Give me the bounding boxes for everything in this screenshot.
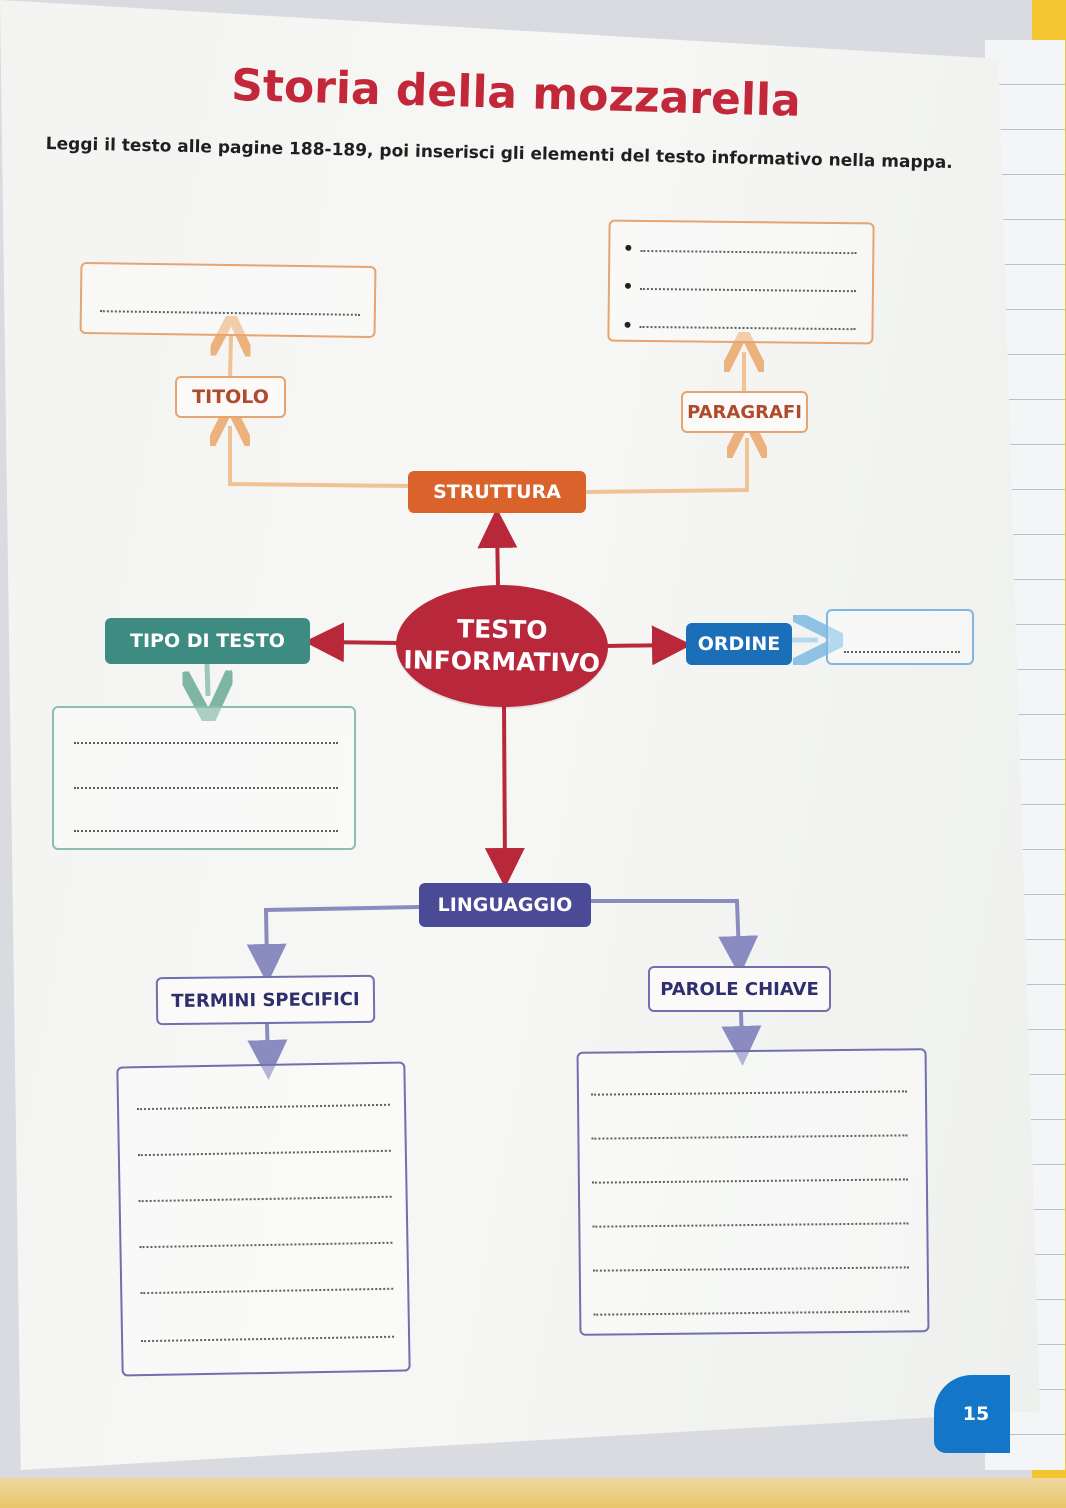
answer-line[interactable] [593,1310,910,1316]
center-line-2: INFORMATIVO [403,645,601,678]
desk-surface [0,1478,1066,1508]
answer-line[interactable] [99,310,360,316]
parole-chiave-label: PAROLE CHIAVE [648,966,831,1012]
answer-line[interactable] [140,1287,394,1295]
paragrafi-label: PARAGRAFI [681,391,808,433]
answer-line[interactable] [639,325,856,331]
answer-line[interactable] [592,1266,909,1272]
paragrafi-answer-box[interactable] [607,219,875,345]
answer-line[interactable] [137,1149,391,1157]
page-number: 15 [962,1403,990,1425]
answer-line[interactable] [137,1103,391,1111]
parole-chiave-answer-box[interactable] [576,1048,930,1336]
answer-line[interactable] [141,1335,395,1343]
ordine-label: ORDINE [686,623,792,665]
answer-line[interactable] [640,249,857,255]
answer-line[interactable] [139,1241,393,1249]
bullet-1 [625,244,632,251]
linguaggio-label: LINGUAGGIO [419,883,591,927]
titolo-answer-box[interactable] [79,261,377,339]
answer-line[interactable] [590,1090,907,1096]
center-line-1: TESTO [456,614,548,645]
page-number-tab: 15 [934,1375,1010,1453]
ordine-answer-box[interactable] [826,609,974,665]
answer-line[interactable] [74,830,338,832]
termini-specifici-answer-box[interactable] [116,1061,411,1377]
answer-line[interactable] [591,1134,908,1140]
titolo-label: TITOLO [175,376,286,418]
tipo-di-testo-label: TIPO DI TESTO [105,618,310,664]
answer-line[interactable] [138,1195,392,1203]
tipo-di-testo-answer-box[interactable] [52,706,356,850]
termini-specifici-label: TERMINI SPECIFICI [155,974,376,1026]
worksheet-page [0,0,1040,1470]
answer-line[interactable] [74,787,338,789]
bullet-3 [624,321,631,328]
answer-line[interactable] [844,651,960,653]
answer-line[interactable] [591,1178,908,1184]
answer-line[interactable] [639,287,856,293]
answer-line[interactable] [74,742,338,744]
struttura-label: STRUTTURA [408,471,586,513]
bullet-2 [624,282,631,289]
answer-line[interactable] [592,1222,909,1228]
